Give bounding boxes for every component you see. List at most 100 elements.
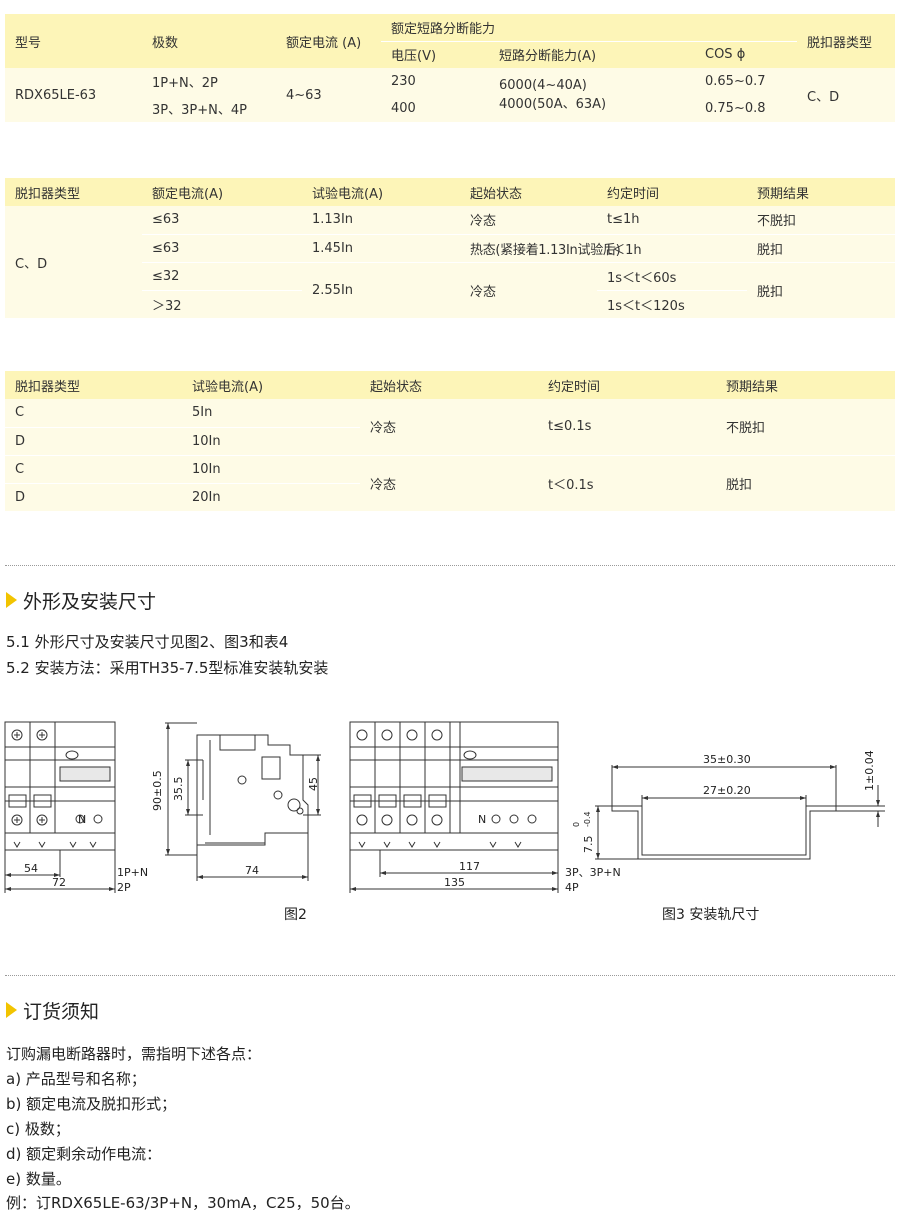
cell-test-current: 10In <box>182 426 360 455</box>
cell-poles-1: 1P+N、2P <box>142 68 276 95</box>
header-model: 型号 <box>5 14 142 68</box>
dim-35-5: 35.5 <box>172 777 185 802</box>
cell-result: 脱扣 <box>747 233 895 262</box>
rail-height-tol-top: 0 <box>572 822 581 827</box>
section-title-ordering: 订货须知 <box>6 998 99 1023</box>
cell-rated-current: ≤63 <box>142 233 302 262</box>
section-divider <box>5 565 895 566</box>
dim-74: 74 <box>245 864 259 877</box>
cell-initial-state: 冷态 <box>360 399 538 455</box>
cell-test-current: 1.13In <box>302 206 460 234</box>
triangle-bullet-icon <box>6 592 17 608</box>
header-release-type: 脱扣器类型 <box>5 178 142 206</box>
label-2p-b: 2P <box>117 881 131 894</box>
cell-voltage-1: 230 <box>381 68 489 95</box>
ordering-line: c) 极数； <box>6 1120 70 1138</box>
breaker-side-view <box>196 734 309 846</box>
cell-release: C、D <box>5 206 142 318</box>
dim-135: 135 <box>444 876 465 889</box>
breaker-4p-front-view <box>349 721 559 851</box>
cell-time: t＜1h <box>597 233 747 262</box>
cell-release: D <box>5 426 182 455</box>
cell-result: 不脱扣 <box>747 206 895 234</box>
cell-initial-state: 冷态 <box>460 206 597 234</box>
dimensions-note-1: 5.1 外形尺寸及安装尺寸见图2、图3和表4 <box>6 633 289 651</box>
cell-time: 1s＜t＜120s <box>597 289 747 318</box>
cell-initial-state: 冷态 <box>460 261 597 318</box>
rail-thickness: 1±0.04 <box>863 750 876 791</box>
cell-test-current: 10In <box>182 454 360 483</box>
spec-table-instantaneous: 脱扣器类型 试验电流(A) 起始状态 约定时间 预期结果 C 5In 冷态 t≤… <box>5 371 895 511</box>
ordering-line: b) 额定电流及脱扣形式； <box>6 1095 177 1113</box>
header-release-type: 脱扣器类型 <box>5 371 182 399</box>
ordering-example: 例：订RDX65LE-63/3P+N，30mA，C25，50台。 <box>6 1194 360 1212</box>
cell-test-current: 1.45In <box>302 233 460 262</box>
dim-45: 45 <box>307 777 320 791</box>
header-expected-result: 预期结果 <box>747 178 895 206</box>
header-conventional-time: 约定时间 <box>597 178 747 206</box>
label-4p-a: 3P、3P+N <box>565 866 621 879</box>
din-rail-profile <box>611 805 837 860</box>
cell-time: 1s＜t＜60s <box>597 261 747 290</box>
ordering-line: d) 额定剩余动作电流： <box>6 1145 162 1163</box>
header-initial-state: 起始状态 <box>460 178 597 206</box>
label-4p-b: 4P <box>565 881 579 894</box>
cell-release: C <box>5 399 182 427</box>
cell-test-current: 2.55In <box>302 261 460 318</box>
dim-54: 54 <box>24 862 38 875</box>
dim-117: 117 <box>459 860 480 873</box>
cell-time: t≤1h <box>597 206 747 234</box>
cell-capacity-1: 6000(4~40A) <box>499 78 587 93</box>
cell-rated-current: ≤32 <box>142 261 302 290</box>
figure-3-caption: 图3 安装轨尺寸 <box>662 907 760 923</box>
cell-voltage-2: 400 <box>381 95 489 122</box>
cell-test-current: 20In <box>182 482 360 511</box>
section-divider <box>5 975 895 976</box>
cell-release: C <box>5 454 182 483</box>
rail-height-tol-bot: -0.4 <box>583 811 592 827</box>
cell-rated-current: ＞32 <box>142 289 302 318</box>
cell-result: 脱扣 <box>747 261 895 318</box>
ordering-line: e) 数量。 <box>6 1170 71 1188</box>
cell-initial-state: 热态(紧接着1.13In试验后) <box>460 233 621 262</box>
cell-cos-1: 0.65~0.7 <box>695 68 798 95</box>
cell-poles-2: 3P、3P+N、4P <box>142 95 276 122</box>
header-breaking-capacity: 额定短路分断能力 <box>381 14 798 41</box>
cell-initial-state: 冷态 <box>360 454 538 511</box>
header-rated-current: 额定电流 (A) <box>276 14 381 68</box>
header-rated-current: 额定电流(A) <box>142 178 302 206</box>
label-2p-a: 1P+N <box>117 866 148 879</box>
cell-rated-current: 4~63 <box>276 68 381 122</box>
cell-result: 脱扣 <box>716 454 895 511</box>
cell-cos-2: 0.75~0.8 <box>695 95 798 122</box>
dimension-drawings: N N 54 72 1P+N 2P 90±0.5 35.5 45 74 117 … <box>4 721 885 894</box>
header-release-type: 脱扣器类型 <box>797 14 896 68</box>
neutral-mark: N <box>78 813 86 826</box>
header-test-current: 试验电流(A) <box>182 371 360 399</box>
header-conventional-time: 约定时间 <box>538 371 716 399</box>
cell-time: t≤0.1s <box>538 399 716 455</box>
cell-rated-current: ≤63 <box>142 206 302 234</box>
cell-release: C、D <box>797 68 896 122</box>
header-test-current: 试验电流(A) <box>302 178 460 206</box>
header-voltage: 电压(V) <box>381 40 489 68</box>
neutral-mark: N <box>478 813 486 826</box>
spec-table-overload: 脱扣器类型 额定电流(A) 试验电流(A) 起始状态 约定时间 预期结果 C、D… <box>5 178 895 318</box>
header-expected-result: 预期结果 <box>716 371 895 399</box>
breaker-2p-front-view <box>4 721 116 851</box>
dim-72: 72 <box>52 876 66 889</box>
ordering-line: a) 产品型号和名称； <box>6 1070 146 1088</box>
header-capacity: 短路分断能力(A) <box>489 40 695 68</box>
triangle-bullet-icon <box>6 1002 17 1018</box>
cell-capacity-2: 4000(50A、63A) <box>499 97 607 112</box>
section-title-dimensions: 外形及安装尺寸 <box>6 588 156 613</box>
header-poles: 极数 <box>142 14 276 68</box>
dimensions-note-2: 5.2 安装方法：采用TH35-7.5型标准安装轨安装 <box>6 659 329 677</box>
spec-table-ratings: 型号 极数 额定电流 (A) 额定短路分断能力 脱扣器类型 电压(V) 短路分断… <box>5 14 896 122</box>
rail-width-27: 27±0.20 <box>703 784 751 797</box>
rail-width-35: 35±0.30 <box>703 753 751 766</box>
cell-capacity: 6000(4~40A) 4000(50A、63A) <box>489 68 695 122</box>
cell-time: t＜0.1s <box>538 454 716 511</box>
cell-release: D <box>5 482 182 511</box>
rail-height: 7.5 <box>582 836 595 854</box>
